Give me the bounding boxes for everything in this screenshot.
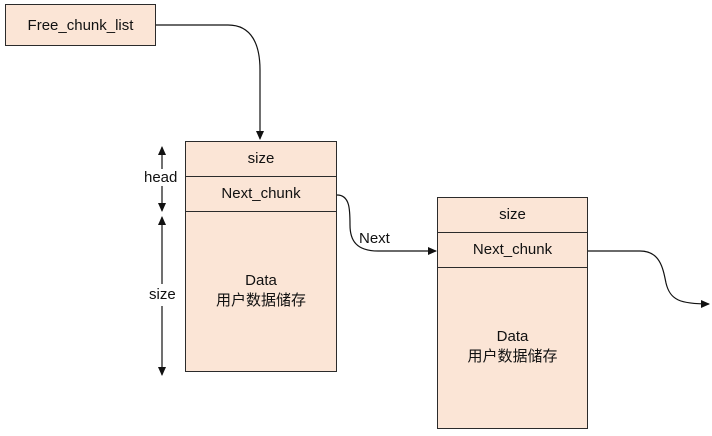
chunk-2-size-label: size	[499, 206, 526, 223]
chunk-2-next-field: Next_chunk	[438, 233, 587, 268]
chunk-2-size-field: size	[438, 198, 587, 233]
next-pointer-arrow-2	[588, 250, 710, 308]
chunk-1-size-field: size	[186, 142, 336, 177]
size-dimension-label: size	[148, 286, 177, 303]
next-link-label: Next	[359, 230, 390, 247]
chunk-2-data-label: Data	[496, 328, 529, 345]
free-chunk-list-label: Free_chunk_list	[27, 16, 134, 34]
free-list-pointer-arrow	[156, 24, 264, 140]
free-chunk-list-node: Free_chunk_list	[5, 4, 156, 46]
head-dimension-label: head	[143, 169, 179, 186]
chunk-1-next-field: Next_chunk	[186, 177, 336, 212]
chunk-1-data-sublabel: 用户数据储存	[215, 292, 306, 309]
chunk-2: size Next_chunk Data 用户数据储存	[437, 197, 588, 429]
chunk-1-size-label: size	[247, 150, 275, 167]
chunk-1-data-area: Data 用户数据储存	[186, 271, 336, 311]
chunk-1: size Next_chunk Data 用户数据储存	[185, 141, 337, 372]
next-pointer-arrow-1	[336, 194, 437, 255]
chunk-1-next-label: Next_chunk	[221, 185, 301, 202]
chunk-1-data-label: Data	[245, 272, 277, 289]
chunk-2-data-sublabel: 用户数据储存	[467, 348, 558, 365]
chunk-2-data-area: Data 用户数据储存	[438, 327, 587, 367]
chunk-2-next-label: Next_chunk	[472, 241, 553, 258]
